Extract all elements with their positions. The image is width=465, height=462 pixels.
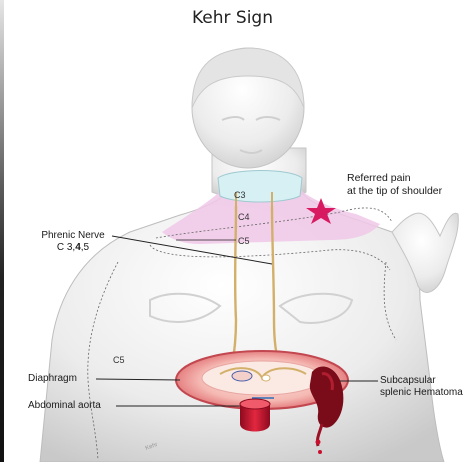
abdominal-aorta-label: Abdominal aorta [28, 400, 101, 412]
referred-pain-line2: at the tip of shoulder [347, 185, 442, 198]
neck-collar [218, 171, 302, 203]
subcapsular-line2: splenic Hematoma [380, 387, 463, 399]
phrenic-nerve-line1: Phrenic Nerve [30, 230, 116, 242]
vertebra-c4-label: C4 [238, 212, 250, 222]
referred-pain-label: Referred pain at the tip of shoulder [347, 172, 442, 197]
diagram-title: Kehr Sign [0, 8, 465, 28]
phrenic-nerve-line2: C 3,4,5 [30, 242, 116, 254]
subcapsular-line1: Subcapsular [380, 375, 463, 387]
subcapsular-hematoma-label: Subcapsular splenic Hematoma [380, 375, 463, 399]
referred-pain-line1: Referred pain [347, 172, 442, 185]
vertebra-c5-side-label: C5 [113, 355, 125, 365]
vertebra-c3-label: C3 [234, 190, 246, 200]
phrenic-nerve-label: Phrenic Nerve C 3,4,5 [30, 230, 116, 254]
vertebra-c5-neck-label: C5 [238, 236, 250, 246]
diaphragm-label: Diaphragm [28, 373, 77, 385]
